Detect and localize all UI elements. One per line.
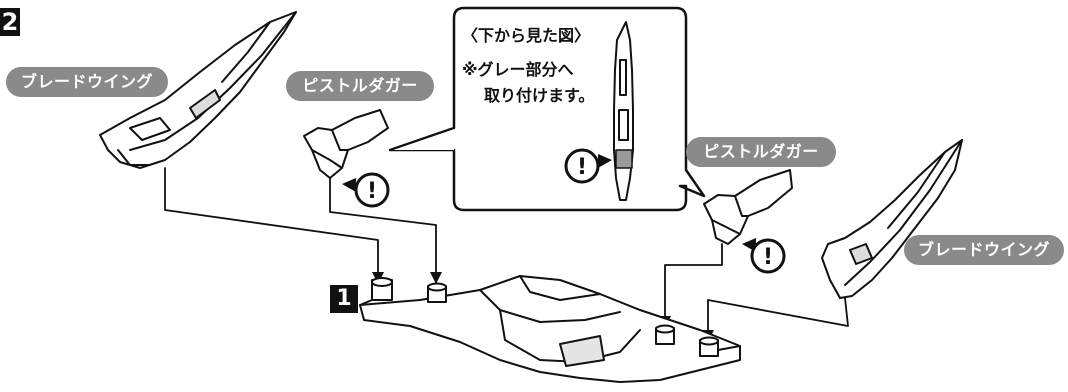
warning-marker-callout: ! <box>564 148 612 184</box>
connector-lines <box>164 167 849 337</box>
warning-marker-right: ! <box>742 238 786 274</box>
step-number-1: 1 <box>330 285 358 313</box>
callout-note-line1: ※グレー部分へ <box>462 60 574 79</box>
right-blade-wing <box>821 139 963 299</box>
svg-text:!: ! <box>763 245 773 270</box>
warning-marker-left: ! <box>342 172 390 208</box>
left-blade-wing <box>99 11 297 169</box>
left-pistol-dagger <box>303 109 389 179</box>
label-left-blade-wing: ブレードウイング <box>6 67 168 97</box>
callout-note-line2: 取り付けます。 <box>484 86 595 105</box>
callout-title: 〈下から見た図〉 <box>462 26 591 45</box>
base-unit <box>359 275 741 383</box>
pistol-bottom-view <box>613 21 634 201</box>
right-pistol-dagger <box>703 169 793 245</box>
svg-text:!: ! <box>577 155 587 180</box>
label-left-pistol-dagger: ピストルダガー <box>286 71 434 101</box>
label-right-blade-wing: ブレードウイング <box>904 235 1064 265</box>
label-right-pistol-dagger: ピストルダガー <box>686 137 836 167</box>
svg-text:!: ! <box>367 179 377 204</box>
step-number-2: 2 <box>0 8 20 36</box>
